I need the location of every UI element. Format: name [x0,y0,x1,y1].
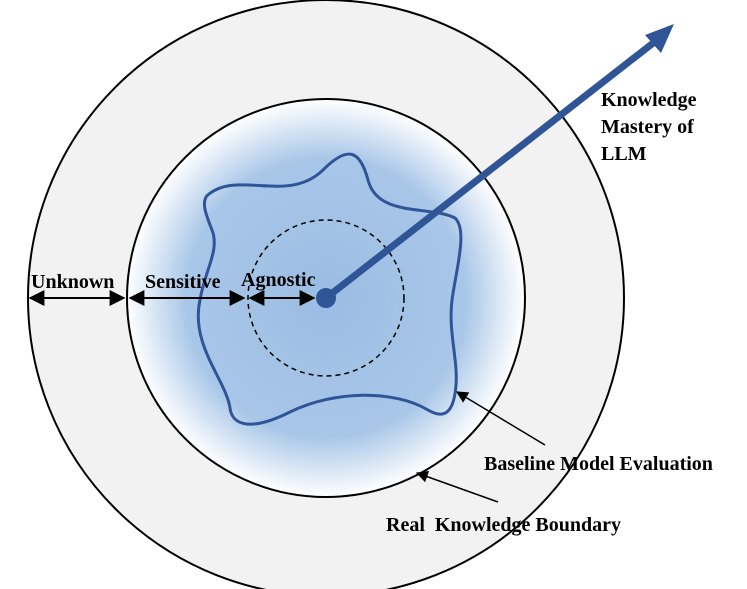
knowledge-mastery-label-1: Knowledge [601,89,697,111]
agnostic-label: Agnostic [241,269,316,291]
unknown-label: Unknown [31,271,114,293]
mastery-arrow-head [645,24,674,53]
real-knowledge-boundary-label: Real Knowledge Boundary [386,514,621,536]
mastery-arrow-shaft [323,37,660,301]
baseline-pointer-arrow [455,391,546,446]
baseline-wavy-boundary [196,152,463,426]
knowledge-mastery-label-2: Mastery of [601,116,694,138]
sensitive-label: Sensitive [145,271,221,293]
knowledge-mastery-label-3: LLM [601,143,647,165]
baseline-evaluation-label: Baseline Model Evaluation [484,453,713,475]
agnostic-dashed-circle [247,219,405,377]
center-dot [316,288,336,308]
real-boundary-pointer-arrow [415,470,499,503]
